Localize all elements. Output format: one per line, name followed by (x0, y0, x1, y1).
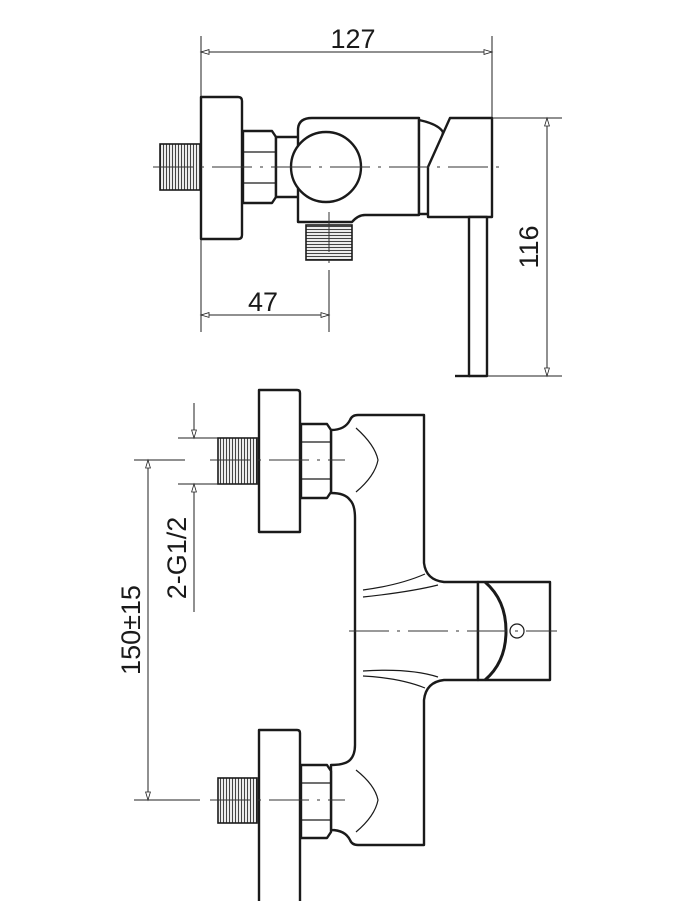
dimension-127: 127 (330, 24, 375, 54)
dimension-thread: 2-G1/2 (162, 517, 192, 600)
inlet-thread-top (217, 437, 258, 485)
mixer-body (329, 413, 480, 847)
dimension-116: 116 (514, 225, 544, 268)
front-view: 150±15 2-G1/2 (116, 388, 557, 901)
hex-nut-top (299, 422, 333, 500)
side-view: 127 47 116 (153, 24, 562, 378)
wall-flange-bottom (257, 728, 302, 901)
wall-flange (199, 95, 244, 241)
hex-nut-bottom (299, 763, 333, 840)
wall-flange-top (257, 388, 302, 534)
dimension-47: 47 (248, 287, 278, 317)
lever-pivot (509, 623, 525, 639)
dimension-150: 150±15 (116, 585, 146, 675)
lever-stem (467, 215, 489, 378)
